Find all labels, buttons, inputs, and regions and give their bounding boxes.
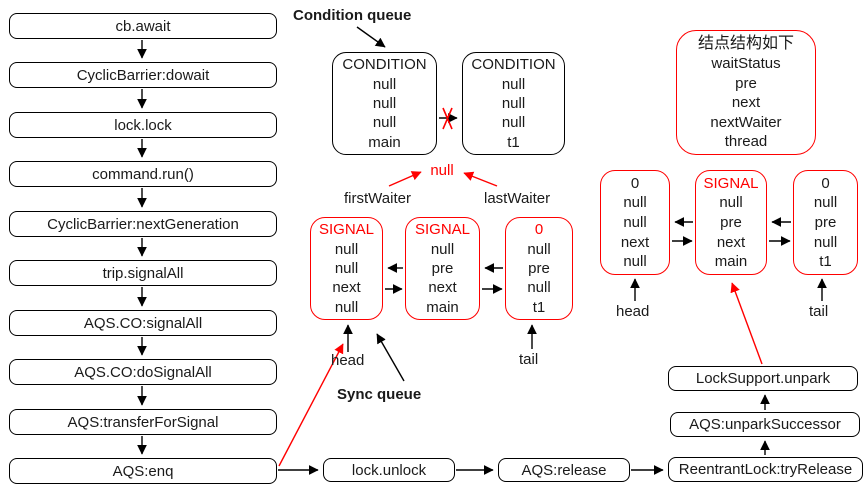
- sync-node-t1-thread: t1: [532, 298, 546, 316]
- tail-label-left: tail: [519, 351, 539, 368]
- condition-node-main: CONDITION null null null main: [332, 52, 437, 155]
- sync-node-head-pre: null: [334, 240, 359, 258]
- sync-node-head-waitstatus: SIGNAL: [318, 221, 375, 239]
- condition-queue-title: Condition queue: [293, 7, 412, 24]
- node-structure-next: next: [731, 94, 761, 112]
- callstack-aqs-enq: AQS:enq: [9, 458, 277, 484]
- condition-node-t1-thread: t1: [507, 133, 520, 151]
- after-node-head-nextwaiter: next: [620, 233, 650, 251]
- sync-node-head: SIGNAL null null next null: [310, 217, 383, 320]
- condition-node-t1-next: null: [501, 94, 526, 112]
- sync-node-t1-pre: null: [527, 240, 551, 258]
- after-node-head-pre: null: [623, 194, 647, 212]
- head-label-right: head: [616, 303, 650, 320]
- sync-node-t1-waitstatus: 0: [534, 221, 544, 239]
- after-node-head-next: null: [623, 213, 647, 231]
- sync-queue-title: Sync queue: [337, 386, 422, 403]
- after-node-t1-waitstatus: 0: [821, 174, 830, 192]
- arrow-condition-queue-label: [356, 26, 386, 48]
- sync-node-head-nextwaiter: next: [332, 279, 361, 297]
- callstack-aqs-transferforsignal: AQS:transferForSignal: [9, 409, 277, 435]
- sync-node-main-next: pre: [431, 259, 454, 277]
- after-node-main-thread: main: [714, 253, 748, 271]
- arrow-lastwaiter-to-null: [463, 171, 498, 187]
- after-node-main-next: pre: [720, 213, 742, 231]
- node-structure-title: 结点结构如下: [697, 34, 794, 52]
- node-structure-pre: pre: [735, 74, 757, 92]
- node-structure-thread: thread: [724, 133, 768, 151]
- condition-node-t1-waitstatus: CONDITION: [471, 56, 556, 74]
- sync-node-main: SIGNAL null pre next main: [405, 217, 480, 320]
- after-node-main-waitstatus: SIGNAL: [703, 174, 759, 192]
- condition-node-main-nextwaiter: null: [372, 114, 397, 132]
- sync-node-t1-next: pre: [528, 259, 550, 277]
- release-unparksuccessor: AQS:unparkSuccessor: [670, 412, 860, 437]
- callstack-command-run: command.run(): [9, 161, 277, 187]
- red-x-stroke-2: [442, 107, 453, 130]
- condition-node-main-pre: null: [372, 75, 397, 93]
- arrow-sync-queue-label: [376, 333, 405, 382]
- callstack-lock-lock: lock.lock: [9, 112, 277, 138]
- sync-node-head-thread: null: [334, 298, 359, 316]
- after-node-t1-nextwaiter: null: [813, 233, 838, 251]
- after-node-t1: 0 null pre null t1: [793, 170, 858, 275]
- callstack-nextgeneration: CyclicBarrier:nextGeneration: [9, 211, 277, 237]
- callstack-cyclicbarrier-dowait: CyclicBarrier:dowait: [9, 62, 277, 88]
- callstack-aqs-co-dosignalall: AQS.CO:doSignalAll: [9, 359, 277, 385]
- after-node-t1-thread: t1: [819, 253, 832, 271]
- arrow-firstwaiter-to-null: [388, 171, 422, 187]
- condition-node-t1-nextwaiter: null: [501, 114, 526, 132]
- sync-node-t1: 0 null pre null t1: [505, 217, 573, 320]
- release-aqs-release: AQS:release: [498, 458, 630, 482]
- condition-node-main-thread: main: [368, 133, 401, 151]
- sync-node-main-waitstatus: SIGNAL: [414, 221, 471, 239]
- condition-node-main-next: null: [372, 94, 397, 112]
- condition-node-main-waitstatus: CONDITION: [342, 56, 427, 74]
- arrow-unpark-to-signal-node: [730, 282, 763, 365]
- release-lock-unlock: lock.unlock: [323, 458, 455, 482]
- sync-node-main-pre: null: [430, 240, 455, 258]
- waiter-null-value: null: [430, 162, 454, 179]
- callstack-trip-signalall: trip.signalAll: [9, 260, 277, 286]
- node-structure-waitstatus: waitStatus: [711, 55, 781, 73]
- after-node-head-thread: null: [623, 253, 647, 271]
- condition-node-t1: CONDITION null null null t1: [462, 52, 565, 155]
- sync-node-main-nextwaiter: next: [428, 279, 457, 297]
- sync-node-head-next: null: [334, 259, 359, 277]
- after-node-main: SIGNAL null pre next main: [695, 170, 767, 275]
- head-label-left: head: [331, 352, 365, 369]
- after-node-t1-pre: null: [813, 194, 838, 212]
- firstwaiter-label: firstWaiter: [344, 190, 411, 207]
- after-node-main-pre: null: [719, 194, 743, 212]
- release-locksupport-unpark: LockSupport.unpark: [668, 366, 858, 391]
- callstack-cb-await: cb.await: [9, 13, 277, 39]
- after-node-main-nextwaiter: next: [716, 233, 746, 251]
- sync-node-t1-nextwaiter: null: [527, 279, 551, 297]
- after-node-t1-next: pre: [814, 213, 837, 231]
- after-node-head: 0 null null next null: [600, 170, 670, 275]
- lastwaiter-label: lastWaiter: [484, 190, 551, 207]
- arrow-enq-to-head-node: [278, 343, 344, 467]
- node-structure-nextwaiter: nextWaiter: [710, 113, 782, 131]
- tail-label-right: tail: [809, 303, 829, 320]
- condition-node-t1-pre: null: [501, 75, 526, 93]
- release-tryrelease: ReentrantLock:tryRelease: [668, 457, 863, 482]
- after-node-head-waitstatus: 0: [630, 174, 640, 192]
- sync-node-main-thread: main: [426, 298, 459, 316]
- callstack-aqs-co-signalall: AQS.CO:signalAll: [9, 310, 277, 336]
- node-structure-legend: 结点结构如下 waitStatus pre next nextWaiter th…: [676, 30, 816, 155]
